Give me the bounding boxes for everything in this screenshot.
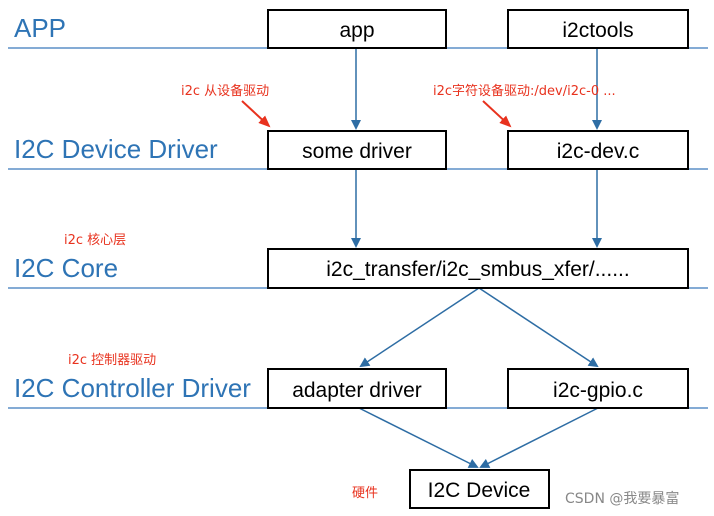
box-adapter-driver: adapter driver <box>267 368 447 409</box>
layer-label-device-driver: I2C Device Driver <box>14 134 218 164</box>
box-i2c-device-label: I2C Device <box>428 479 531 502</box>
arrow-core-to-adapter-driver <box>359 287 480 368</box>
note-char-driver: i2c字符设备驱动:/dev/i2c-0 ... <box>433 83 616 99</box>
box-i2ctools-label: i2ctools <box>562 19 633 42</box>
arrow-i2c-gpio-to-device <box>479 407 599 468</box>
box-some-driver-label: some driver <box>302 140 412 163</box>
flow-arrows <box>351 48 602 468</box>
box-i2c-dev-label: i2c-dev.c <box>557 140 639 163</box>
arrow-adapter-driver-to-device <box>358 407 479 468</box>
layer-label-core: I2C Core <box>14 253 118 283</box>
box-adapter-driver-label: adapter driver <box>292 379 422 402</box>
box-core-functions: i2c_transfer/i2c_smbus_xfer/...... <box>267 248 689 289</box>
box-app: app <box>267 9 447 49</box>
box-i2c-device: I2C Device <box>409 469 550 509</box>
box-app-label: app <box>339 19 374 42</box>
note-arrow-slave-driver <box>241 100 271 128</box>
note-core-layer: i2c 核心层 <box>64 233 126 248</box>
layer-label-app: APP <box>14 13 66 43</box>
note-arrow-char-driver <box>482 100 512 128</box>
watermark-text: CSDN @我要暴富 <box>565 490 679 507</box>
box-some-driver: some driver <box>267 130 447 170</box>
note-slave-driver: i2c 从设备驱动 <box>181 83 269 99</box>
annotation-arrows <box>241 100 512 128</box>
box-core-functions-label: i2c_transfer/i2c_smbus_xfer/...... <box>326 258 629 281</box>
box-i2c-gpio: i2c-gpio.c <box>507 368 689 409</box>
arrow-core-to-i2c-gpio <box>478 287 599 368</box>
box-i2ctools: i2ctools <box>507 9 689 49</box>
box-i2c-gpio-label: i2c-gpio.c <box>553 379 643 402</box>
note-hardware: 硬件 <box>352 486 378 501</box>
note-controller-driver: i2c 控制器驱动 <box>68 353 156 368</box>
box-i2c-dev: i2c-dev.c <box>507 130 689 170</box>
layer-label-controller-driver: I2C Controller Driver <box>14 373 251 403</box>
